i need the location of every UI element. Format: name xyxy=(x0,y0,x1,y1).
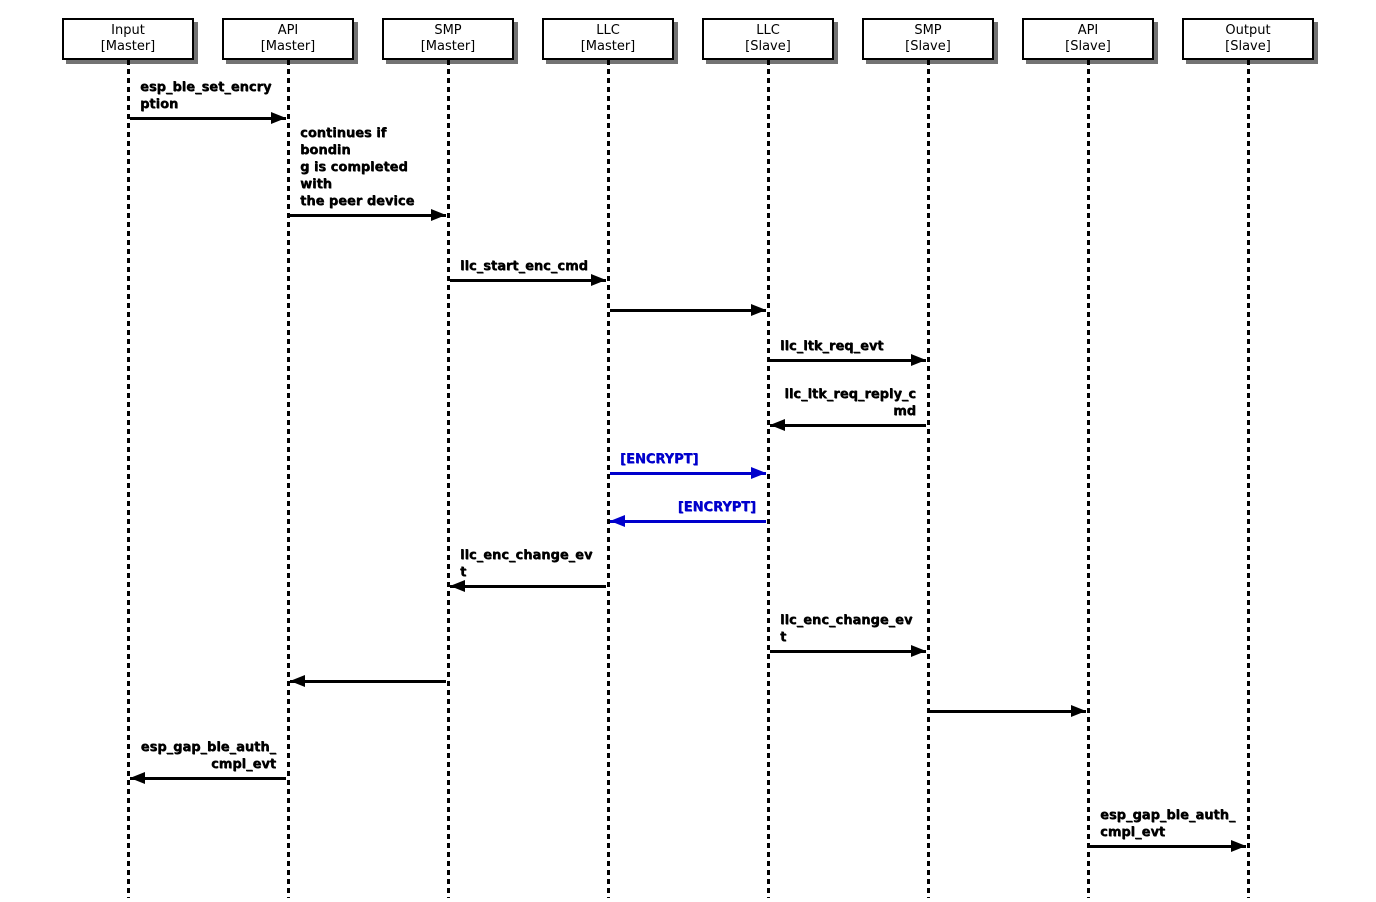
actor-sublabel: [Slave] xyxy=(1225,39,1271,54)
actor-smp-slave: SMP[Slave] xyxy=(862,18,994,60)
arrow-head-icon xyxy=(431,209,446,221)
lifeline-api-master xyxy=(287,60,290,898)
message-line xyxy=(610,472,766,475)
arrow-head-icon xyxy=(290,675,305,687)
lifeline-api-slave xyxy=(1087,60,1090,898)
message-label: esp_gap_ble_auth_ cmpl_evt xyxy=(1100,808,1236,840)
arrow-head-icon xyxy=(610,515,625,527)
actor-input-master: Input[Master] xyxy=(62,18,194,60)
lifeline-smp-slave xyxy=(927,60,930,898)
arrow-head-icon xyxy=(911,645,926,657)
actor-label: Output xyxy=(1225,23,1271,38)
actor-label: SMP xyxy=(914,23,942,38)
message-line xyxy=(770,359,926,362)
message-line xyxy=(130,117,286,120)
lifeline-input-master xyxy=(127,60,130,898)
arrow-head-icon xyxy=(591,274,606,286)
message-label: esp_ble_set_encry ption xyxy=(140,80,272,112)
arrow-head-icon xyxy=(751,467,766,479)
arrow-head-icon xyxy=(751,304,766,316)
actor-sublabel: [Master] xyxy=(420,39,476,54)
message-label: continues if bondin g is completed with … xyxy=(300,126,415,209)
message-line xyxy=(1090,845,1246,848)
message-label: llc_enc_change_ev t xyxy=(780,613,913,645)
message-line xyxy=(290,680,446,683)
actor-label: API xyxy=(1077,23,1099,38)
message-line xyxy=(290,214,446,217)
message-line xyxy=(450,279,606,282)
actor-sublabel: [Slave] xyxy=(1065,39,1111,54)
actor-label: LLC xyxy=(756,23,780,38)
message-label: llc_start_enc_cmd xyxy=(460,259,588,274)
actor-label: Input xyxy=(111,23,145,38)
lifeline-smp-master xyxy=(447,60,450,898)
actor-label: API xyxy=(277,23,299,38)
actor-sublabel: [Master] xyxy=(260,39,316,54)
actor-llc-slave: LLC[Slave] xyxy=(702,18,834,60)
message-line xyxy=(930,710,1086,713)
arrow-head-icon xyxy=(1071,705,1086,717)
arrow-head-icon xyxy=(770,419,785,431)
actor-output-slave: Output[Slave] xyxy=(1182,18,1314,60)
message-label: [ENCRYPT] xyxy=(677,500,756,515)
message-line xyxy=(450,585,606,588)
message-line xyxy=(770,424,926,427)
message-line xyxy=(130,777,286,780)
actor-sublabel: [Slave] xyxy=(745,39,791,54)
lifeline-output-slave xyxy=(1247,60,1250,898)
message-label: [ENCRYPT] xyxy=(620,452,699,467)
arrow-head-icon xyxy=(911,354,926,366)
actor-api-master: API[Master] xyxy=(222,18,354,60)
arrow-head-icon xyxy=(130,772,145,784)
actor-llc-master: LLC[Master] xyxy=(542,18,674,60)
actor-api-slave: API[Slave] xyxy=(1022,18,1154,60)
actor-smp-master: SMP[Master] xyxy=(382,18,514,60)
message-line xyxy=(610,520,766,523)
message-label: llc_ltk_req_evt xyxy=(780,339,884,354)
actor-sublabel: [Master] xyxy=(580,39,636,54)
actor-sublabel: [Slave] xyxy=(905,39,951,54)
actor-label: SMP xyxy=(434,23,462,38)
lifeline-llc-master xyxy=(607,60,610,898)
message-label: esp_gap_ble_auth_ cmpl_evt xyxy=(140,740,276,772)
arrow-head-icon xyxy=(450,580,465,592)
message-line xyxy=(610,309,766,312)
message-line xyxy=(770,650,926,653)
actor-label: LLC xyxy=(596,23,620,38)
message-label: llc_ltk_req_reply_c md xyxy=(784,387,916,419)
message-label: llc_enc_change_ev t xyxy=(460,548,593,580)
arrow-head-icon xyxy=(271,112,286,124)
lifeline-llc-slave xyxy=(767,60,770,898)
arrow-head-icon xyxy=(1231,840,1246,852)
actor-sublabel: [Master] xyxy=(100,39,156,54)
